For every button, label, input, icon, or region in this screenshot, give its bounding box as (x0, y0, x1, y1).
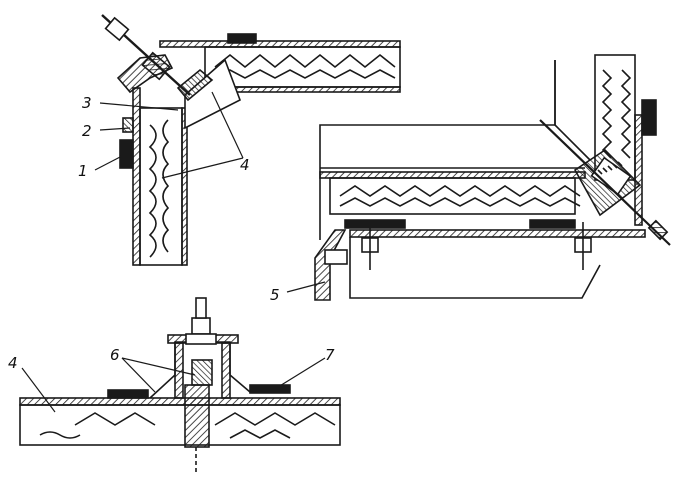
callout-1: 1 (78, 162, 88, 180)
coil-turns (597, 161, 623, 175)
inner-sheathing (181, 107, 188, 266)
horizontal-wood-panel (204, 46, 401, 88)
wood-grain (339, 197, 581, 207)
gasket-left (107, 389, 149, 399)
upright-sheathing (634, 114, 643, 226)
bolt-head (104, 16, 130, 42)
wood-grain (214, 53, 396, 69)
upright-edge (554, 60, 591, 161)
top-sheathing (159, 40, 401, 48)
upright-gasket (641, 99, 657, 136)
callout-3: 3 (82, 94, 92, 112)
edge-clamp (314, 229, 347, 301)
wood-grain (620, 69, 632, 159)
wood-grain (74, 412, 336, 426)
base-wood-panel (19, 404, 341, 446)
wood-grain (162, 119, 170, 253)
callout-labels: 3 2 1 4 5 4 6 7 (8, 94, 335, 372)
diagonal-bolt-right (539, 119, 671, 246)
callout-2: 2 (82, 122, 92, 140)
callout-5: 5 (270, 286, 280, 304)
floor-wood-board (329, 177, 576, 215)
housing-wall-right (221, 342, 231, 399)
panel-sheathing (19, 397, 341, 406)
vertical-wood-panel (139, 107, 183, 266)
callout-4-top: 4 (240, 156, 250, 174)
wood-grain (601, 69, 613, 159)
seal-strip (122, 117, 134, 133)
gasket-plate (119, 139, 134, 169)
vertical-sheathing (132, 87, 141, 266)
bottom-mount-detail (314, 54, 671, 301)
base-plate (349, 229, 646, 238)
gasket-right (249, 384, 291, 394)
wedge-coil (590, 156, 632, 196)
through-sleeve (184, 384, 210, 448)
bolt-tip (195, 297, 207, 319)
lower-outline (349, 237, 601, 299)
leaders-top-left (94, 91, 244, 179)
wood-grain (214, 69, 396, 79)
corner-clamp (116, 54, 174, 94)
clamp-nut (324, 249, 348, 265)
insert-nut (191, 359, 213, 386)
through-bolt-detail (19, 297, 341, 475)
board-top-sheathing (319, 171, 586, 179)
wood-grain (148, 124, 157, 258)
leaders-right (286, 281, 326, 293)
corner-joint-detail (101, 14, 401, 266)
wood-grain (339, 185, 581, 197)
callout-7: 7 (325, 346, 335, 364)
callout-4-bottom: 4 (8, 354, 18, 372)
base-gasket-left (344, 219, 406, 229)
top-nut (191, 317, 211, 335)
wood-grain (39, 429, 291, 439)
leaders-bottom (21, 357, 326, 413)
bolt-end (647, 219, 669, 241)
washer (185, 333, 217, 345)
callout-6: 6 (110, 346, 120, 364)
top-gasket (227, 33, 257, 44)
base-gasket-right (529, 219, 576, 229)
